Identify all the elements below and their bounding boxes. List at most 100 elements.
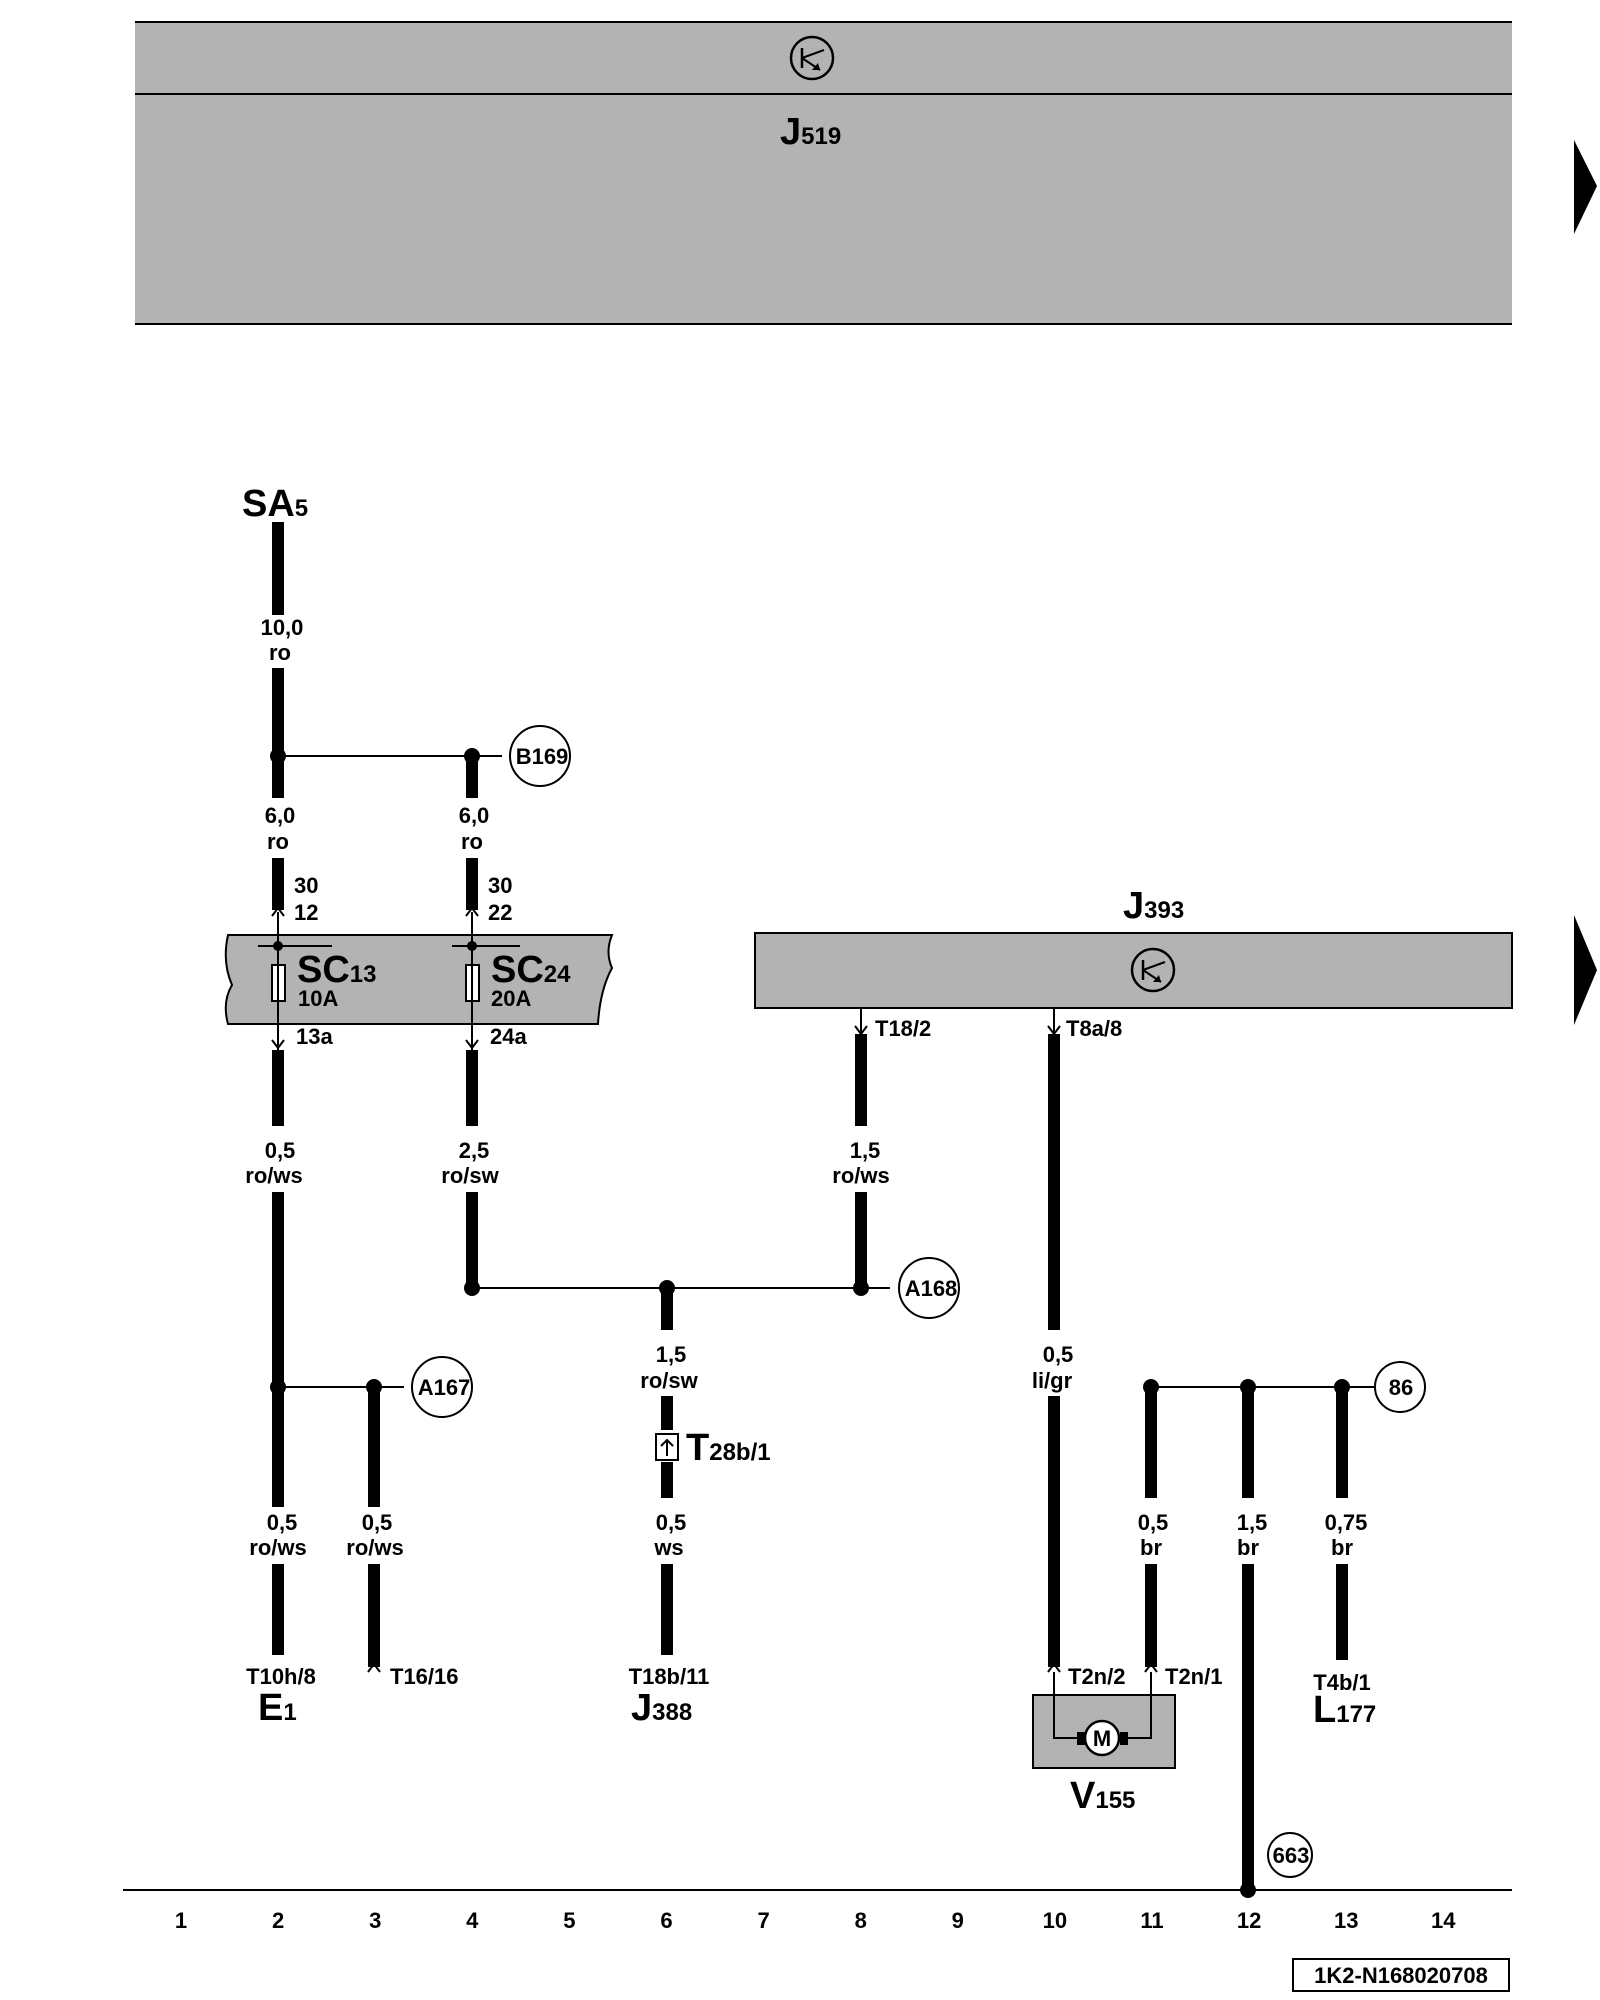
- l177-name: L: [1313, 1689, 1336, 1731]
- motor-icon: M: [1083, 1719, 1121, 1757]
- v155-sub: 155: [1095, 1787, 1135, 1814]
- junction-label: A167: [418, 1375, 471, 1400]
- svg-text:J519: J519: [780, 111, 841, 153]
- wire-size: 0,5: [1138, 1510, 1169, 1535]
- svg-text:SA5: SA5: [242, 483, 308, 525]
- junction-86[interactable]: 86: [1374, 1361, 1426, 1413]
- junction-label: 86: [1389, 1375, 1413, 1400]
- junction-a167[interactable]: A167: [411, 1356, 473, 1418]
- pin-label: 12: [294, 900, 318, 925]
- svg-text:SC24: SC24: [491, 949, 571, 991]
- wire-color: ro/ws: [346, 1535, 403, 1560]
- svg-text:T28b/1: T28b/1: [686, 1427, 771, 1469]
- j519-sub: 519: [801, 123, 841, 150]
- pin-label: 24a: [490, 1024, 527, 1049]
- pin-arrow-icon: [660, 1438, 674, 1456]
- wire-color: ro: [269, 640, 291, 665]
- svg-text:J388: J388: [631, 1687, 692, 1729]
- wire-size: 0,5: [362, 1510, 393, 1535]
- track-number: 7: [757, 1908, 769, 1933]
- wire-color: br: [1140, 1535, 1162, 1560]
- track-number: 8: [855, 1908, 867, 1933]
- pin-label: T18b/11: [629, 1664, 710, 1689]
- wire-color: ro: [267, 829, 289, 854]
- j393-sub: 393: [1144, 897, 1184, 924]
- wire-size: 2,5: [459, 1138, 490, 1163]
- wire-color: ro/ws: [249, 1535, 306, 1560]
- sc13-name: SC: [297, 949, 350, 991]
- junction-a168[interactable]: A168: [898, 1257, 960, 1319]
- wire-color: ro/ws: [245, 1163, 302, 1188]
- motor-v155[interactable]: M: [1032, 1672, 1176, 1769]
- l177-sub: 177: [1336, 1701, 1376, 1728]
- junction-b169[interactable]: B169: [509, 725, 571, 787]
- sc24-sub: 24: [544, 961, 571, 988]
- wire-size: 0,5: [267, 1510, 298, 1535]
- e1-sub: 1: [283, 1699, 296, 1726]
- j388-sub: 388: [652, 1699, 692, 1726]
- sa5-sub: 5: [295, 495, 308, 522]
- j519-name: J: [780, 111, 801, 153]
- wire-size: 10,0: [261, 615, 304, 640]
- pin-label: T16/16: [390, 1664, 459, 1689]
- continue-arrow-icon: [1574, 915, 1597, 1025]
- sa5-name: SA: [242, 483, 295, 525]
- wire-color: br: [1331, 1535, 1353, 1560]
- junction-label: A168: [905, 1276, 958, 1301]
- pin-label: T2n/1: [1165, 1664, 1222, 1689]
- track-number: 13: [1334, 1908, 1358, 1933]
- connector-t28b[interactable]: [655, 1433, 679, 1461]
- track-number: 11: [1140, 1908, 1163, 1933]
- control-unit-j519[interactable]: J519: [135, 21, 1512, 325]
- control-unit-j393[interactable]: [754, 932, 1513, 1009]
- document-id: 1K2-N168020708: [1314, 1963, 1488, 1988]
- sc13-sub: 13: [350, 961, 377, 988]
- motor-symbol: M: [1093, 1726, 1111, 1751]
- pin-label: T18/2: [875, 1016, 931, 1041]
- t28b-sub: 28b/1: [709, 1439, 770, 1466]
- wire-size: 6,0: [265, 803, 296, 828]
- pin-label: T8a/8: [1066, 1016, 1122, 1041]
- wire-size: 1,5: [1237, 1510, 1268, 1535]
- ground-label: 663: [1273, 1843, 1310, 1868]
- svg-text:SC13: SC13: [297, 949, 377, 991]
- pin-label: 30: [488, 873, 512, 898]
- wire-size: 0,75: [1325, 1510, 1368, 1535]
- v155-name: V: [1070, 1775, 1096, 1817]
- sc24-name: SC: [491, 949, 544, 991]
- electronic-module-icon: [1130, 947, 1176, 993]
- t28b-name: T: [686, 1427, 709, 1469]
- pin-label: T10h/8: [246, 1664, 316, 1689]
- fuse-holder-sc[interactable]: SC13 10A SC24 20A: [224, 912, 614, 1050]
- track-number: 3: [369, 1908, 381, 1933]
- svg-text:E1: E1: [258, 1687, 297, 1729]
- pin-label: 22: [488, 900, 512, 925]
- wire-size: 1,5: [850, 1138, 881, 1163]
- document-id-box: 1K2-N168020708: [1292, 1958, 1510, 1992]
- e1-name: E: [258, 1687, 283, 1729]
- wire-color: ro/sw: [441, 1163, 499, 1188]
- track-number: 5: [563, 1908, 575, 1933]
- track-number: 12: [1237, 1908, 1261, 1933]
- wire-color: ro: [461, 829, 483, 854]
- track-number: 9: [952, 1908, 964, 1933]
- wire-size: 0,5: [265, 1138, 296, 1163]
- track-number: 2: [272, 1908, 284, 1933]
- fuse-rating: 10A: [298, 986, 338, 1011]
- ground-point-663[interactable]: 663: [1267, 1832, 1313, 1878]
- junction-label: B169: [516, 744, 569, 769]
- svg-text:V155: V155: [1070, 1775, 1135, 1817]
- wire-color: ro/sw: [640, 1368, 698, 1393]
- pin-label: 13a: [296, 1024, 333, 1049]
- track-number: 1: [175, 1908, 187, 1933]
- fuse-rating: 20A: [491, 986, 531, 1011]
- wire-size: 1,5: [656, 1342, 687, 1367]
- svg-text:L177: L177: [1313, 1689, 1376, 1731]
- pin-label: T2n/2: [1068, 1664, 1125, 1689]
- wire-color: li/gr: [1032, 1368, 1073, 1393]
- j388-name: J: [631, 1687, 652, 1729]
- wire-size: 0,5: [1043, 1342, 1074, 1367]
- pin-label: 30: [294, 873, 318, 898]
